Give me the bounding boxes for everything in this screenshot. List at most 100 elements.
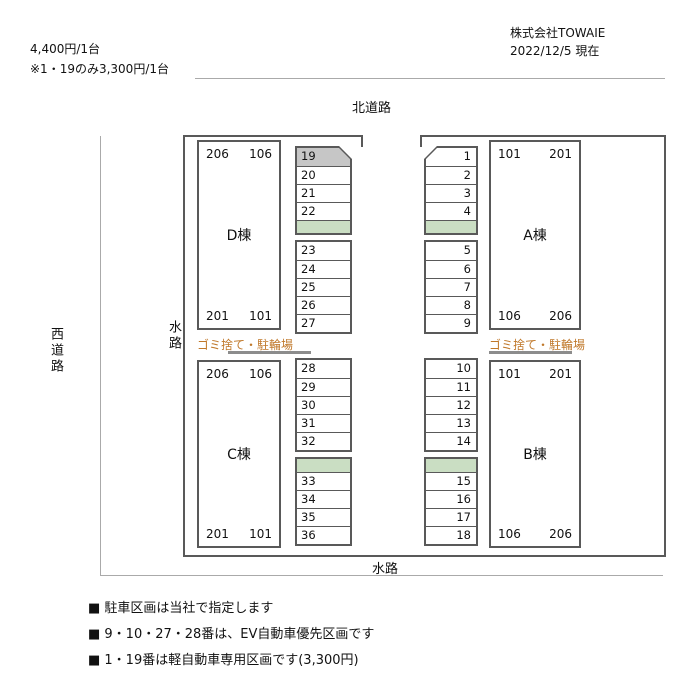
- parking-space-2: 2: [426, 166, 476, 184]
- building-d-top-units: 206 106: [199, 142, 279, 161]
- parking-space-19: 19: [297, 148, 350, 166]
- company-name: 株式会社TOWAIE: [510, 26, 606, 40]
- parking-group-1-4: 1 2 3 4: [424, 146, 478, 235]
- building-c-label: C棟: [227, 447, 251, 463]
- site-border-top-east: [420, 135, 666, 137]
- price-line-2: ※1・19のみ3,300円/1台: [30, 62, 169, 76]
- parking-space-18: 18: [426, 526, 476, 544]
- parking-space-7: 7: [426, 278, 476, 296]
- unit-number: 106: [498, 309, 521, 323]
- parking-group-10-14: 10 11 12 13 14: [424, 358, 478, 452]
- site-border-bottom: [183, 555, 666, 557]
- parking-group-33-36: 33 34 35 36: [295, 457, 352, 546]
- building-c-top-units: 206 106: [199, 362, 279, 381]
- north-road-label: 北道路: [352, 101, 392, 116]
- planting-strip: [297, 459, 350, 472]
- unit-number: 101: [249, 309, 272, 323]
- parking-space-20: 20: [297, 166, 350, 184]
- parking-space-30: 30: [297, 396, 350, 414]
- parking-space-29: 29: [297, 378, 350, 396]
- site-border-top-west: [183, 135, 363, 137]
- parking-space-31: 31: [297, 414, 350, 432]
- west-waterway-label: 水路: [166, 320, 181, 352]
- parking-space-34: 34: [297, 490, 350, 508]
- corner-cut-icon: [338, 146, 352, 160]
- price-line-1: 4,400円/1台: [30, 42, 101, 56]
- west-waterway-line: [100, 136, 101, 576]
- header-divider: [195, 78, 665, 79]
- parking-space-23: 23: [301, 243, 316, 257]
- parking-space-15: 15: [426, 472, 476, 490]
- parking-space-6: 6: [426, 260, 476, 278]
- bike-shed-line-left: [228, 351, 311, 354]
- parking-space-21: 21: [297, 184, 350, 202]
- unit-number: 201: [206, 527, 229, 541]
- garbage-bike-label-right: ゴミ捨て・駐輪場: [489, 338, 586, 352]
- building-a-bottom-units: 106 206: [491, 309, 579, 328]
- building-c: 206 106 C棟 201 101: [197, 360, 281, 548]
- planting-strip: [426, 459, 476, 472]
- driveway-edge-left: [361, 135, 363, 147]
- planting-strip: [426, 220, 476, 233]
- building-c-bottom-units: 201 101: [199, 527, 279, 546]
- building-a-label: A棟: [523, 228, 547, 244]
- parking-group-28-32: 28 29 30 31 32: [295, 358, 352, 452]
- parking-space-22: 22: [297, 202, 350, 220]
- unit-number: 201: [206, 309, 229, 323]
- garbage-bike-label-left: ゴミ捨て・駐輪場: [197, 338, 294, 352]
- parking-group-15-18: 15 16 17 18: [424, 457, 478, 546]
- unit-number: 206: [549, 527, 572, 541]
- corner-cut-icon: [424, 146, 438, 160]
- parking-space-13: 13: [426, 414, 476, 432]
- south-waterway-line: [100, 575, 663, 576]
- unit-number: 206: [206, 147, 229, 161]
- parking-space-27: 27: [297, 314, 350, 332]
- note-kei-only: ■ 1・19番は軽自動車専用区画です(3,300円): [88, 653, 359, 668]
- planting-strip: [297, 220, 350, 233]
- as-of-date: 2022/12/5 現在: [510, 44, 600, 58]
- unit-number: 101: [498, 147, 521, 161]
- building-a: 101 201 A棟 106 206: [489, 140, 581, 330]
- parking-space-11: 11: [426, 378, 476, 396]
- parking-space-25: 25: [297, 278, 350, 296]
- parking-space-17: 17: [426, 508, 476, 526]
- site-border-right: [664, 135, 666, 557]
- note-assignment: ■ 駐車区画は当社で指定します: [88, 601, 274, 616]
- building-d: 206 106 D棟 201 101: [197, 140, 281, 330]
- note-ev-priority: ■ 9・10・27・28番は、EV自動車優先区画です: [88, 627, 375, 642]
- building-d-bottom-units: 201 101: [199, 309, 279, 328]
- unit-number: 101: [249, 527, 272, 541]
- parking-space-1: 1: [463, 149, 471, 163]
- parking-space-24: 24: [297, 260, 350, 278]
- parking-space-36: 36: [297, 526, 350, 544]
- unit-number: 206: [206, 367, 229, 381]
- unit-number: 206: [549, 309, 572, 323]
- parking-space-33: 33: [297, 472, 350, 490]
- parking-group-5-9: 5 6 7 8 9: [424, 240, 478, 334]
- unit-number: 106: [249, 147, 272, 161]
- parking-group-19-22: 19 20 21 22: [295, 146, 352, 235]
- bike-shed-line-right: [489, 351, 572, 354]
- parking-group-23-27: 23 24 25 26 27: [295, 240, 352, 334]
- parking-space-35: 35: [297, 508, 350, 526]
- building-b-label: B棟: [523, 447, 547, 463]
- building-d-label: D棟: [226, 228, 252, 244]
- unit-number: 106: [498, 527, 521, 541]
- parking-space-3: 3: [426, 184, 476, 202]
- parking-space-8: 8: [426, 296, 476, 314]
- driveway-edge-right: [420, 135, 422, 147]
- parking-space-26: 26: [297, 296, 350, 314]
- parking-space-14: 14: [426, 432, 476, 450]
- unit-number: 101: [498, 367, 521, 381]
- parking-space-12: 12: [426, 396, 476, 414]
- parking-space-9: 9: [426, 314, 476, 332]
- site-border-left: [183, 135, 185, 557]
- building-b: 101 201 B棟 106 206: [489, 360, 581, 548]
- unit-number: 201: [549, 367, 572, 381]
- parking-space-32: 32: [297, 432, 350, 450]
- building-b-top-units: 101 201: [491, 362, 579, 381]
- west-road-label: 西道路: [48, 327, 63, 375]
- parking-space-4: 4: [426, 202, 476, 220]
- parking-space-10: 10: [456, 361, 471, 375]
